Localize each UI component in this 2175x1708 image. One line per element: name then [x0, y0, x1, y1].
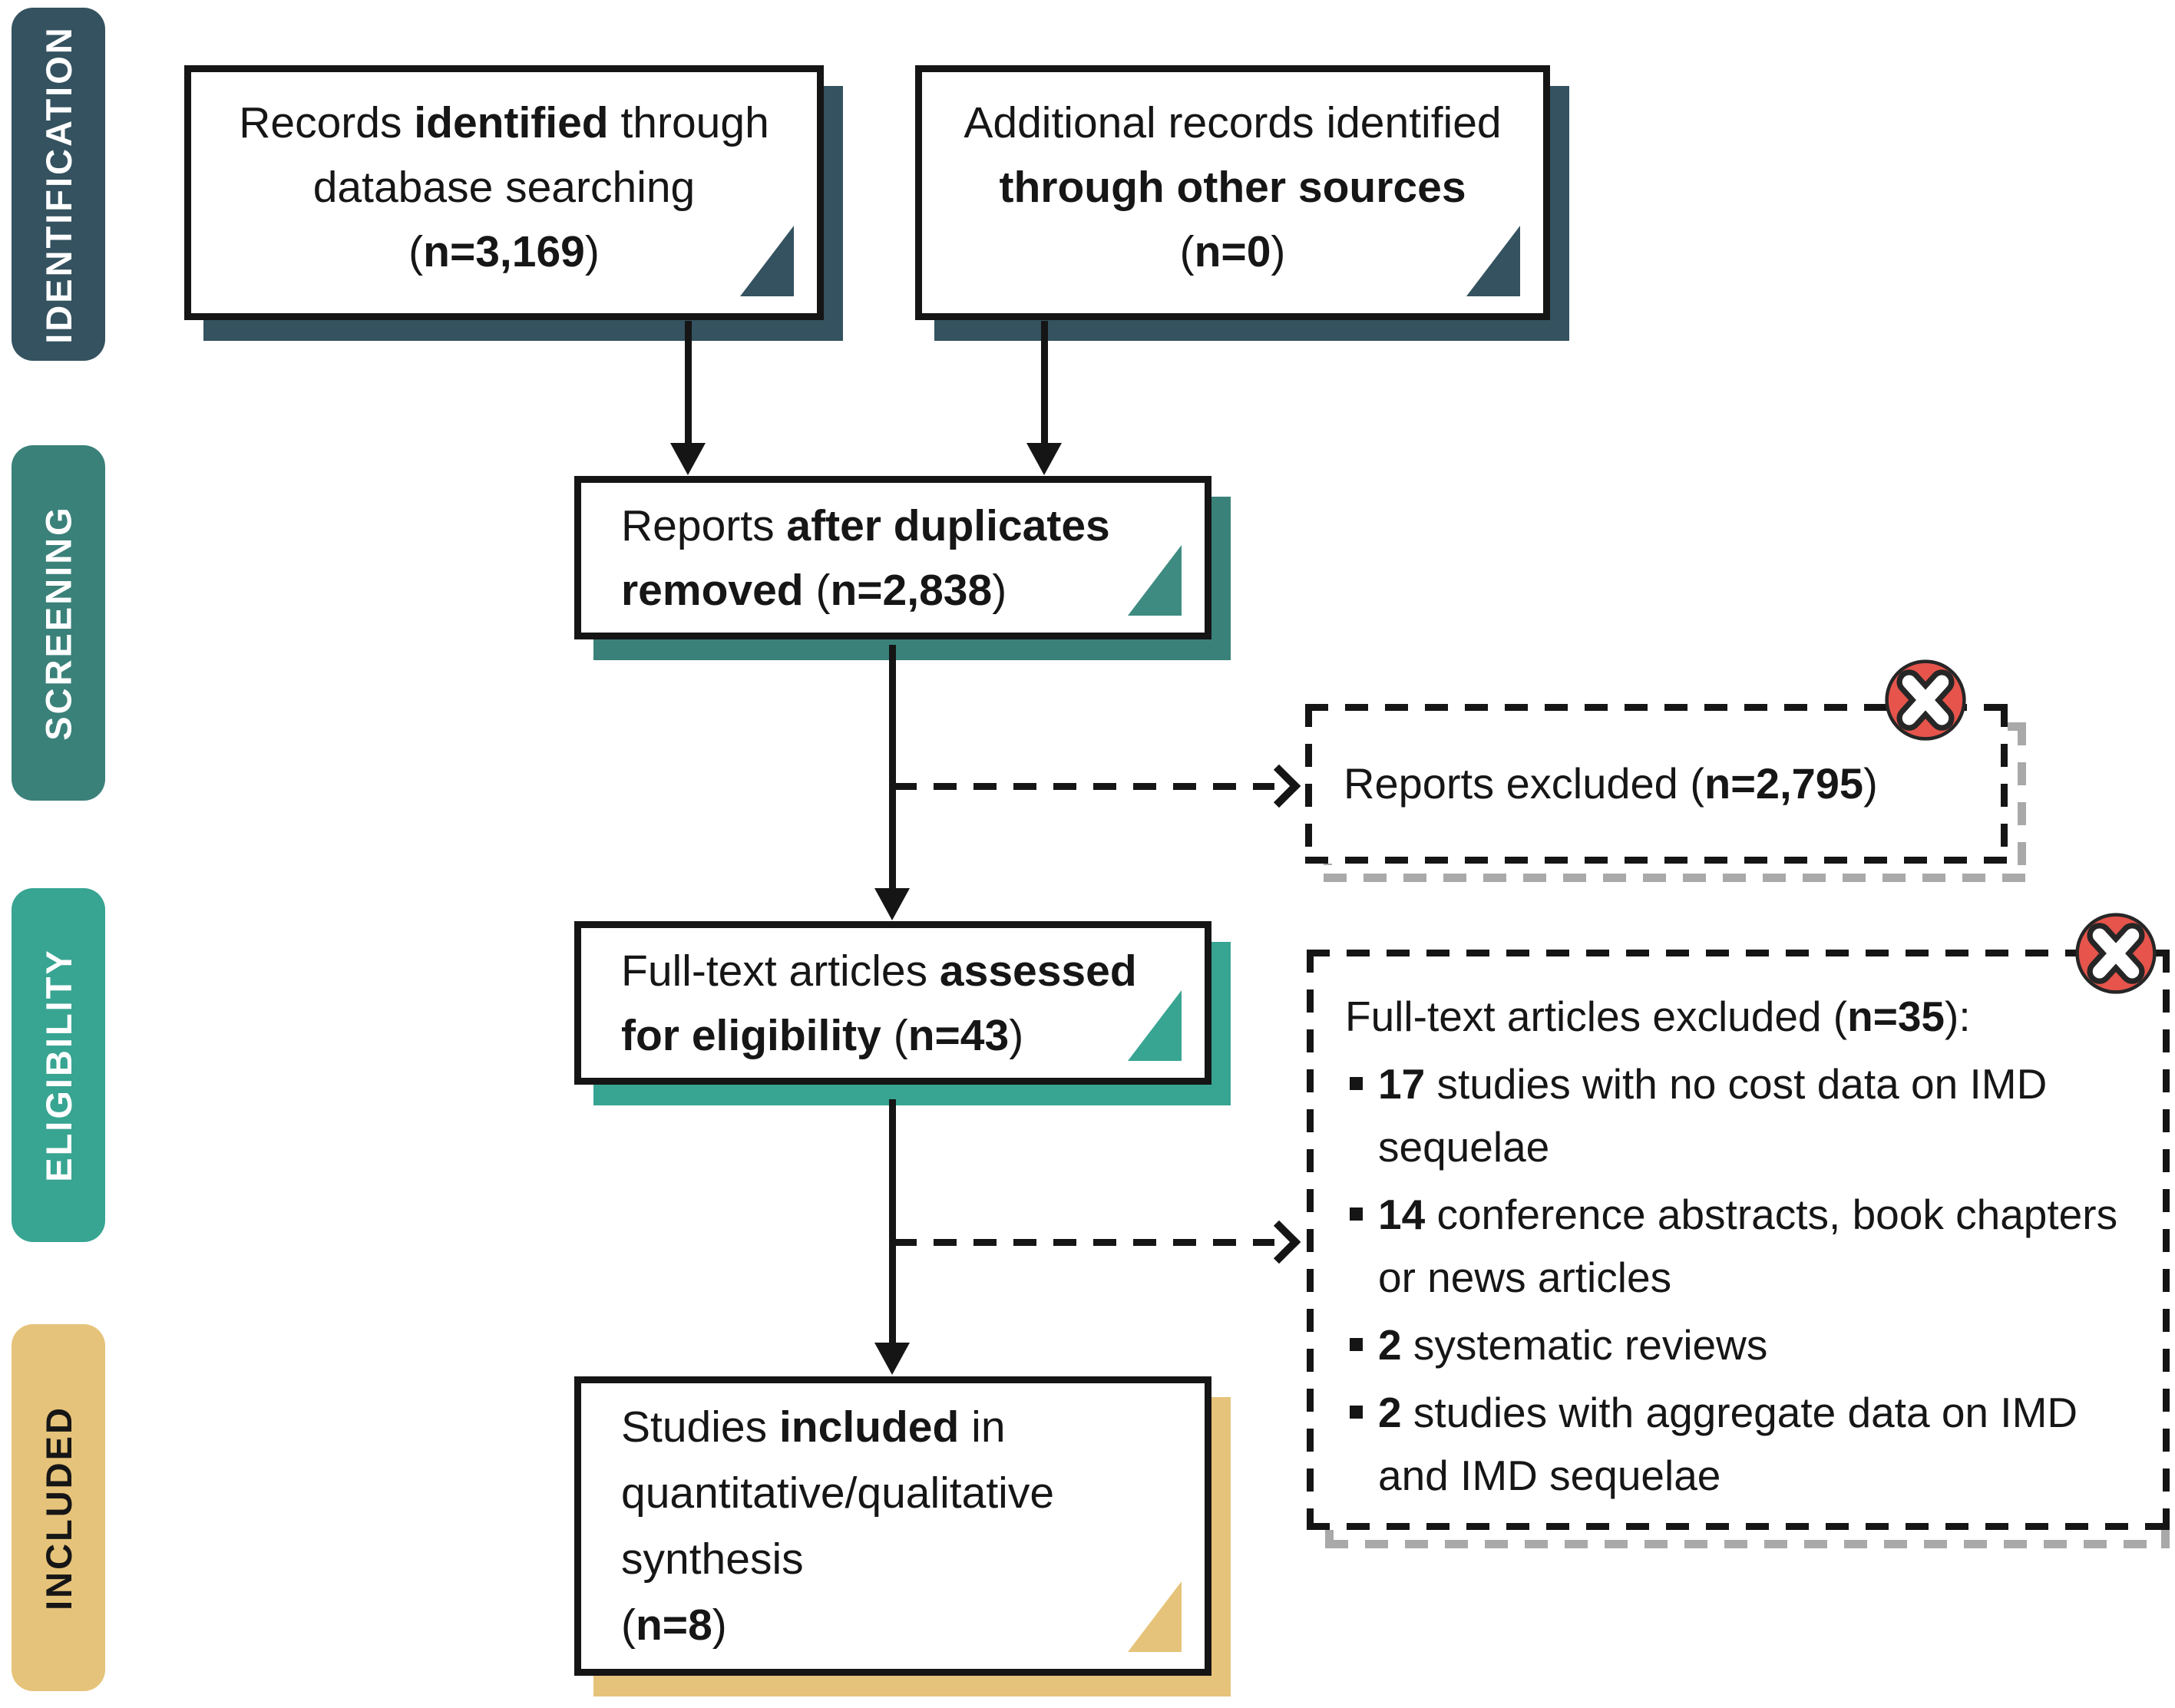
records-identified-text: Records identified through database searc… [191, 72, 817, 313]
arrow-line [889, 645, 896, 892]
stage-pill-identification: IDENTIFICATION [12, 8, 105, 361]
arrowhead-down-icon [670, 443, 706, 475]
excluded-reason-text: 17 studies with no cost data on IMD sequ… [1378, 1060, 2048, 1171]
reports-excluded-text: Reports excluded (n=2,795) [1305, 704, 2008, 864]
excluded-reason: 2 systematic reviews [1345, 1313, 2147, 1376]
excluded-reason-text: 2 systematic reviews [1378, 1321, 1768, 1369]
fulltext-assessed-text: Full-text articles assessed for eligibili… [581, 928, 1205, 1078]
excluded-reason-text: 2 studies with aggregate data on IMD and… [1378, 1389, 2078, 1499]
text-line: for eligibility (n=43) [621, 1010, 1024, 1060]
arrow-line [685, 321, 692, 445]
after-duplicates-text: Reports after duplicates removed (n=2,838… [581, 483, 1205, 633]
corner-triangle-icon [1466, 226, 1520, 296]
stage-pill-included: INCLUDED [12, 1324, 105, 1691]
fulltext-excluded-reasons: 17 studies with no cost data on IMD sequ… [1345, 1048, 2147, 1507]
dashed-arrow-line [894, 783, 1274, 790]
text-line: (n=3,169) [408, 227, 600, 276]
arrowhead-right-icon [1257, 764, 1301, 808]
excluded-x-icon [1885, 659, 1966, 741]
text-line: (n=0) [1179, 227, 1286, 276]
bullet-square-icon [1350, 1077, 1363, 1090]
fulltext-assessed-box: Full-text articles assessed for eligibili… [574, 921, 1211, 1085]
reports-excluded-box: Reports excluded (n=2,795) [1305, 704, 2008, 864]
excluded-reason: 2 studies with aggregate data on IMD and… [1345, 1381, 2147, 1507]
excluded-reason-text: 14 conference abstracts, book chapters o… [1378, 1191, 2118, 1301]
stage-label: SCREENING [38, 505, 79, 741]
text-line: (n=8) [621, 1601, 727, 1650]
text-line: Reports excluded (n=2,795) [1344, 759, 1878, 808]
bullet-square-icon [1350, 1207, 1363, 1221]
excluded-x-icon [2075, 913, 2157, 994]
bullet-square-icon [1350, 1338, 1363, 1351]
corner-triangle-icon [1128, 990, 1182, 1061]
text-line: Full-text articles assessed [621, 946, 1137, 996]
text-line: Records identified through [239, 98, 769, 147]
text-line: database searching [312, 163, 696, 212]
stage-label: ELIGIBILITY [38, 948, 79, 1182]
records-identified-box: Records identified through database searc… [184, 65, 824, 320]
arrow-line [1041, 321, 1048, 445]
stage-label: IDENTIFICATION [38, 25, 79, 344]
corner-triangle-icon [1128, 1581, 1182, 1652]
studies-included-box: Studies included in quantitative/qualitat… [574, 1376, 1211, 1676]
bullet-square-icon [1350, 1406, 1363, 1419]
stage-label: INCLUDED [38, 1405, 79, 1611]
text-line: Reports after duplicates [621, 501, 1110, 550]
arrowhead-down-icon [874, 1343, 910, 1375]
corner-triangle-icon [740, 226, 794, 296]
after-duplicates-box: Reports after duplicates removed (n=2,838… [574, 476, 1211, 639]
arrowhead-down-icon [874, 888, 910, 920]
text-line: quantitative/qualitative [621, 1468, 1055, 1518]
fulltext-excluded-heading: Full-text articles excluded (n=35): [1345, 993, 1971, 1040]
text-line: synthesis [621, 1535, 804, 1584]
arrowhead-right-icon [1257, 1220, 1301, 1264]
arrow-line [889, 1099, 896, 1346]
additional-records-text: Additional records identified through oth… [922, 72, 1543, 313]
fulltext-excluded-box: Full-text articles excluded (n=35): 17 s… [1307, 950, 2170, 1530]
corner-triangle-icon [1128, 545, 1182, 616]
studies-included-text: Studies included in quantitative/qualitat… [581, 1383, 1205, 1669]
arrowhead-down-icon [1026, 443, 1062, 475]
text-line: Studies included in [621, 1402, 1006, 1452]
stage-pill-screening: SCREENING [12, 445, 105, 801]
excluded-reason: 14 conference abstracts, book chapters o… [1345, 1183, 2147, 1309]
text-line: Additional records identified [964, 98, 1502, 147]
text-line: removed (n=2,838) [621, 565, 1007, 615]
stage-pill-eligibility: ELIGIBILITY [12, 888, 105, 1242]
fulltext-excluded-content: Full-text articles excluded (n=35): 17 s… [1307, 950, 2170, 1530]
excluded-reason: 17 studies with no cost data on IMD sequ… [1345, 1052, 2147, 1178]
dashed-arrow-line [894, 1239, 1274, 1246]
additional-records-box: Additional records identified through oth… [915, 65, 1550, 320]
text-line: through other sources [999, 163, 1466, 212]
